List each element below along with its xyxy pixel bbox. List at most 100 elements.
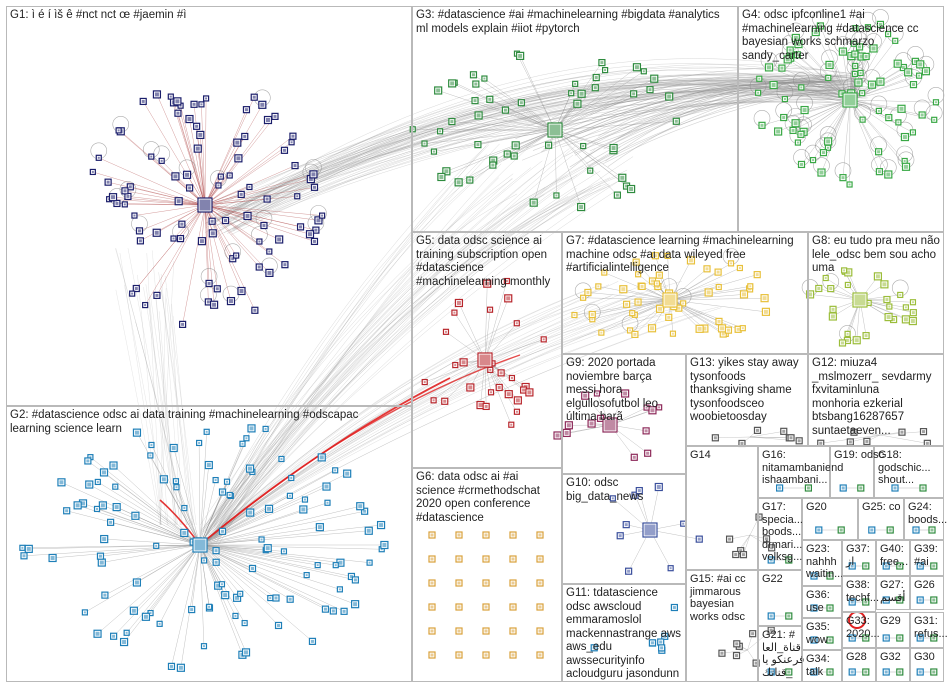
bundle-g2-g3-21 — [219, 187, 577, 531]
edge-g3-7 — [475, 83, 556, 131]
node-g4-23-fill — [878, 22, 882, 26]
node-g1-59-fill — [181, 322, 185, 326]
node-g6-2-3-fill — [511, 581, 515, 585]
edge-g4-73 — [773, 84, 851, 101]
node-g40-b-fill — [898, 564, 902, 568]
group-box-g37: G37: از — [842, 540, 876, 576]
bundle-g2-g7-7 — [199, 295, 592, 546]
node-g7-27-fill — [702, 326, 707, 331]
node-g1-45-fill — [172, 237, 175, 240]
node-g26-a-fill — [918, 598, 922, 602]
bundle-g1-g2-6 — [124, 284, 168, 526]
node-g7-1-fill — [629, 329, 632, 332]
node-g14-4-fill — [741, 553, 745, 557]
node-g12-6-fill — [922, 430, 926, 434]
edge-g2-4 — [199, 486, 327, 546]
node-g6-1-2-fill — [484, 557, 488, 561]
node-g29-a-fill — [884, 636, 888, 640]
edge-g4-49 — [849, 40, 896, 101]
edge-layer — [22, 9, 945, 673]
node-g2-59-fill — [206, 463, 211, 468]
bundle-g1-g4-42 — [206, 77, 834, 210]
node-g7-51-fill — [586, 290, 590, 294]
node-g3-12-fill — [439, 174, 444, 179]
node-g2-54-fill — [349, 574, 353, 578]
bundle-g2-g7-1 — [199, 317, 592, 546]
node-g2-35-fill — [111, 463, 116, 468]
node-g2-95-fill — [59, 480, 64, 485]
edge-g2-75 — [133, 544, 201, 611]
group-label-g25: G25: co — [862, 501, 901, 513]
group-label-g1: G1: ì é í ìš ê #nct nct œ #jaemin #ì — [10, 9, 187, 21]
edge-g4-9 — [812, 99, 851, 161]
edge-g2-33 — [97, 544, 201, 634]
node-g1-34-fill — [199, 239, 204, 244]
node-g1-92-fill — [291, 134, 295, 138]
bundle-g3-g4-39 — [573, 80, 842, 111]
node-g2-91-fill — [214, 549, 218, 553]
bundle-g3-g4-7 — [612, 78, 855, 145]
bundle-g1-g2-0 — [159, 288, 167, 526]
node-g1-28-fill — [141, 99, 145, 103]
edge-g2-106 — [199, 544, 356, 581]
node-g10-5-fill — [656, 485, 661, 490]
node-g7-10-fill — [650, 279, 654, 283]
node-g8-20-fill — [830, 314, 835, 319]
group-box-g16: G16: nitamambaniend ishaambani... — [758, 446, 843, 498]
node-g1-9-fill — [314, 228, 318, 232]
group-box-g2: G2: #datascience odsc ai data training #… — [6, 406, 412, 682]
node-g1-16-fill — [115, 201, 119, 205]
edge-g2-89 — [145, 544, 201, 617]
hub-node-g9-fill — [604, 419, 616, 431]
group-label-g23: G23: nahhh waitin... — [806, 543, 844, 580]
node-g4-57-fill — [901, 66, 905, 70]
node-g1-89-fill — [169, 95, 172, 98]
group-box-g29: G29 — [876, 612, 910, 648]
node-g3-32-fill — [476, 113, 481, 118]
node-g2-63-fill — [220, 529, 224, 533]
group-box-g7: G7: #datascience learning #machinelearni… — [562, 232, 808, 354]
group-label-g4: G4: odsc ipfconline1 #ai #machinelearnin… — [742, 9, 919, 62]
node-g2-40-fill — [235, 595, 240, 600]
node-g33-a-fill — [850, 636, 854, 640]
node-g3-8-fill — [574, 82, 577, 85]
node-g3-40-fill — [629, 187, 634, 192]
edge-g4-27 — [801, 99, 851, 165]
edge-g5-24 — [484, 339, 544, 361]
edge-g4-1 — [795, 37, 851, 101]
node-g3-30-fill — [471, 73, 475, 77]
edge-g1-51 — [196, 126, 206, 206]
node-g12-1-fill — [925, 441, 929, 445]
edge-g1-63 — [204, 204, 311, 235]
node-g2-0-fill — [264, 427, 267, 430]
edge-g7-21 — [592, 299, 671, 315]
bundle-g1-g4-11 — [209, 81, 842, 218]
node-g4-77-fill — [918, 62, 923, 67]
node-g13-5-fill — [797, 439, 801, 443]
edge-g1-92 — [204, 136, 294, 206]
group-box-g12: G12: miuza4 _mslmozerr_ sevdarmy fxvitam… — [808, 354, 944, 446]
node-g3-23-fill — [423, 142, 426, 145]
node-g37-a-fill — [850, 564, 854, 568]
edge-g2-114 — [199, 544, 205, 647]
node-g1-32-fill — [123, 203, 126, 206]
edge-g4-36 — [768, 67, 851, 101]
node-g1-84-fill — [123, 189, 127, 193]
edge-g2-92 — [199, 530, 369, 546]
node-g4-26-fill — [918, 74, 921, 77]
node-g8-13-fill — [846, 270, 851, 275]
node-g17-b-fill — [787, 558, 791, 562]
node-g15-4-fill — [754, 661, 758, 665]
edge-g1-71 — [189, 118, 206, 206]
group-box-g21: G21: # قناة_العا فرعنكو يا قناتك_ — [758, 626, 804, 682]
node-g2-64-fill — [198, 441, 201, 444]
edge-g1-65 — [204, 150, 285, 206]
node-g4-75-fill — [853, 52, 857, 56]
node-g7-6-fill — [625, 302, 629, 306]
node-g1-54-fill — [296, 195, 299, 198]
node-g3-26-fill — [488, 97, 492, 101]
node-g2-42-fill — [134, 430, 139, 435]
node-g6-0-4-fill — [538, 533, 542, 537]
node-g1-11-fill — [150, 155, 153, 158]
node-g2-50-fill — [380, 548, 383, 551]
